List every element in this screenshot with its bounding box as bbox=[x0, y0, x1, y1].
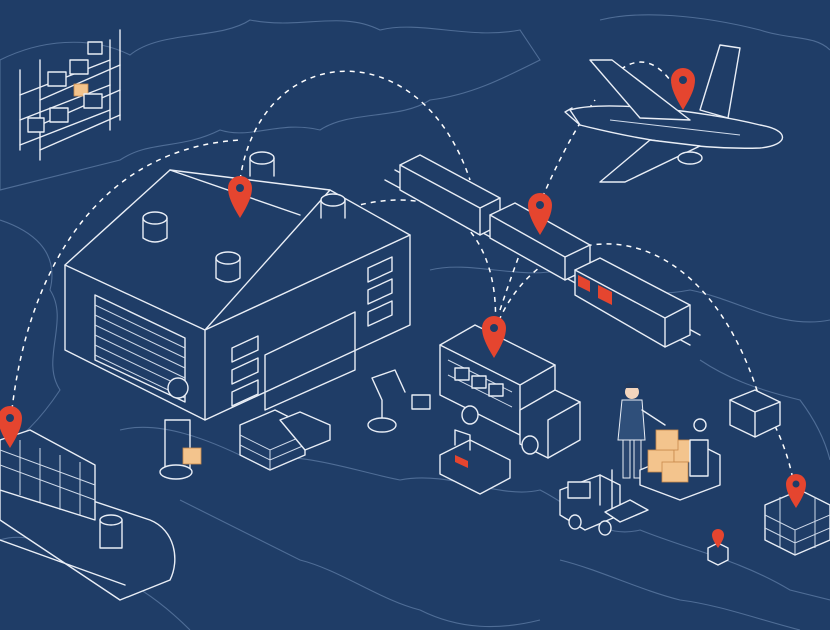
location-pin-icon bbox=[786, 474, 806, 508]
location-pin-icon bbox=[228, 176, 252, 218]
warehouse-icon bbox=[64, 151, 411, 421]
pallet-icon bbox=[239, 409, 331, 471]
robotic-arm-icon bbox=[367, 369, 431, 433]
location-pin-icon bbox=[0, 406, 22, 448]
location-pin-icon bbox=[528, 193, 552, 235]
location-pin-icon bbox=[712, 529, 724, 548]
conveyor-icon bbox=[439, 429, 511, 495]
location-pin-icon bbox=[671, 68, 695, 110]
location-pin-icon bbox=[482, 316, 506, 358]
airplane-icon bbox=[564, 44, 783, 183]
freight-train-icon bbox=[384, 154, 701, 348]
hand-truck-boxes bbox=[639, 418, 721, 501]
worker-icon bbox=[617, 382, 666, 479]
delivery-truck-icon bbox=[439, 324, 581, 459]
location-pins bbox=[0, 68, 806, 548]
cargo-ship-icon bbox=[0, 429, 176, 601]
shelving-rack-icon bbox=[19, 29, 121, 161]
pallet-icon bbox=[764, 489, 830, 556]
forklift-icon bbox=[559, 469, 649, 536]
dock-robot-icon bbox=[159, 377, 202, 480]
crate-icon bbox=[729, 389, 781, 438]
